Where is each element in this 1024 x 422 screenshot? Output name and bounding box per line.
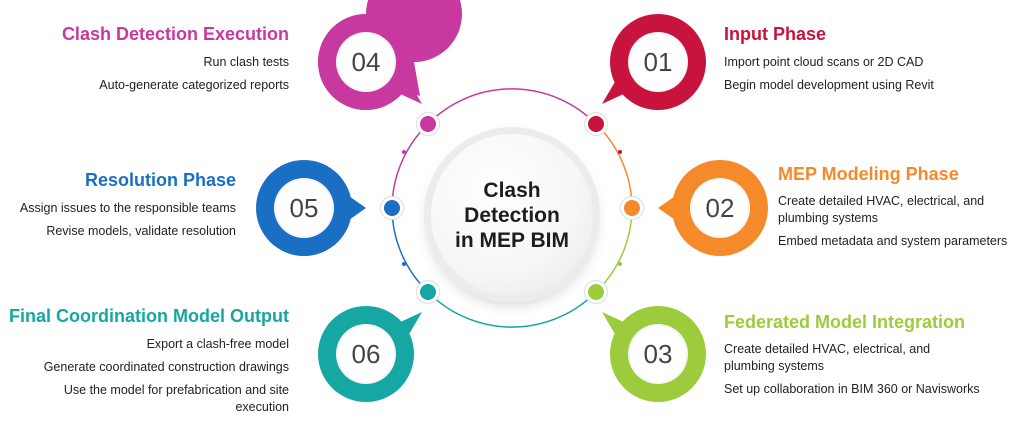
badge-number-06: 06 bbox=[336, 324, 396, 384]
phase-03-item-1: Create detailed HVAC, electrical, and pl… bbox=[724, 342, 931, 373]
phase-04-title: Clash Detection Execution bbox=[61, 24, 289, 44]
phase-02-title: MEP Modeling Phase bbox=[778, 164, 959, 184]
phase-03-item-2: Set up collaboration in BIM 360 or Navis… bbox=[724, 382, 980, 396]
phase-05-item-2: Revise models, validate resolution bbox=[46, 224, 236, 238]
phase-01-items: Import point cloud scans or 2D CAD Begin… bbox=[724, 54, 1014, 100]
phase-01-item-1: Import point cloud scans or 2D CAD bbox=[724, 55, 924, 69]
badge-06: 06 bbox=[318, 306, 422, 402]
node-dot-03 bbox=[588, 284, 604, 300]
phase-06-item-3: Use the model for prefabrication and sit… bbox=[63, 383, 289, 414]
phase-06-item-1: Export a clash-free model bbox=[146, 337, 289, 351]
phase-02-item-2: Embed metadata and system parameters bbox=[778, 234, 1008, 248]
phase-04-item-2: Auto-generate categorized reports bbox=[99, 78, 289, 92]
badge-02: 02 bbox=[658, 160, 768, 256]
node-dot-04 bbox=[420, 116, 436, 132]
phase-03-items: Create detailed HVAC, electrical, and pl… bbox=[724, 341, 980, 404]
phase-02-items: Create detailed HVAC, electrical, and pl… bbox=[778, 193, 1018, 256]
phase-05-items: Assign issues to the responsible teams R… bbox=[0, 200, 236, 246]
node-dot-02 bbox=[624, 200, 640, 216]
badge-number-01: 01 bbox=[628, 32, 688, 92]
badge-number-05: 05 bbox=[274, 178, 334, 238]
badge-04: 04 bbox=[318, 0, 462, 110]
center-title: Clash Detection in MEP BIM bbox=[455, 178, 569, 252]
badge-01: 01 bbox=[602, 14, 706, 110]
badge-number-02: 02 bbox=[690, 178, 750, 238]
phase-04-items: Run clash tests Auto-generate categorize… bbox=[29, 54, 289, 100]
badge-number-04: 04 bbox=[336, 32, 396, 92]
phase-03-title: Federated Model Integration bbox=[724, 312, 966, 332]
badge-number-03: 03 bbox=[628, 324, 688, 384]
phase-04-item-1: Run clash tests bbox=[203, 55, 289, 69]
badge-05: 05 bbox=[256, 160, 366, 256]
phase-06-title: Final Coordination Model Output bbox=[9, 306, 289, 326]
phase-05-title: Resolution Phase bbox=[84, 170, 236, 190]
badge-03: 03 bbox=[602, 306, 706, 402]
node-dot-05 bbox=[384, 200, 400, 216]
node-dot-01 bbox=[588, 116, 604, 132]
node-dot-06 bbox=[420, 284, 436, 300]
phase-06-items: Export a clash-free model Generate coord… bbox=[0, 336, 289, 422]
phase-06-item-2: Generate coordinated construction drawin… bbox=[43, 360, 289, 374]
center-hub: Clash Detection in MEP BIM bbox=[431, 134, 593, 296]
phase-05-item-1: Assign issues to the responsible teams bbox=[19, 201, 236, 215]
phase-01-item-2: Begin model development using Revit bbox=[724, 78, 934, 92]
phase-01-title: Input Phase bbox=[724, 24, 827, 44]
phase-02-item-1: Create detailed HVAC, electrical, and pl… bbox=[778, 194, 985, 225]
